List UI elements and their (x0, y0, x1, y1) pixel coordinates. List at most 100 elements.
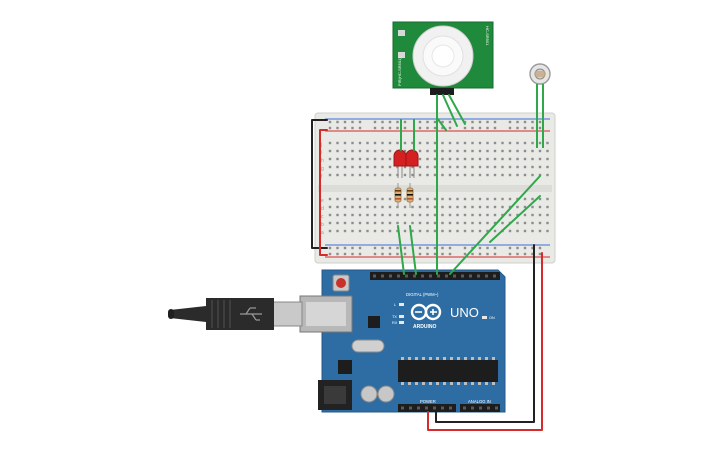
breadboard-hole[interactable] (471, 157, 474, 161)
breadboard-hole[interactable] (336, 221, 339, 225)
breadboard-hole[interactable] (441, 149, 444, 153)
breadboard-hole[interactable] (523, 165, 527, 169)
breadboard-hole[interactable] (516, 149, 519, 153)
wire-vcc-loop-left[interactable] (319, 129, 328, 256)
rail-hole[interactable] (433, 252, 437, 256)
breadboard-hole[interactable] (381, 157, 384, 161)
breadboard-hole[interactable] (486, 205, 489, 209)
breadboard-hole[interactable] (523, 221, 527, 225)
breadboard-hole[interactable] (433, 165, 437, 169)
breadboard-hole[interactable] (448, 165, 452, 169)
breadboard-hole[interactable] (336, 165, 339, 169)
led-2[interactable] (405, 149, 419, 178)
breadboard-hole[interactable] (486, 141, 489, 145)
breadboard-hole[interactable] (403, 149, 407, 153)
breadboard-hole[interactable] (471, 165, 474, 169)
rail-hole[interactable] (396, 252, 399, 256)
breadboard-hole[interactable] (471, 205, 474, 209)
breadboard-hole[interactable] (441, 165, 444, 169)
breadboard-hole[interactable] (388, 221, 392, 225)
breadboard-hole[interactable] (471, 173, 474, 177)
digital-pin[interactable] (381, 274, 384, 278)
breadboard-hole[interactable] (493, 165, 497, 169)
breadboard-hole[interactable] (426, 149, 429, 153)
breadboard-hole[interactable] (531, 205, 534, 209)
wire-sensor-aux[interactable] (489, 195, 541, 243)
breadboard-hole[interactable] (343, 165, 347, 169)
rail-hole[interactable] (426, 252, 429, 256)
rail-hole[interactable] (508, 246, 512, 250)
rail-hole[interactable] (463, 126, 467, 130)
breadboard-hole[interactable] (471, 141, 474, 145)
rail-hole[interactable] (343, 252, 347, 256)
breadboard-hole[interactable] (358, 157, 362, 161)
breadboard-hole[interactable] (531, 165, 534, 169)
breadboard-hole[interactable] (343, 205, 347, 209)
breadboard-hole[interactable] (448, 229, 452, 233)
rail-hole[interactable] (358, 252, 362, 256)
breadboard-hole[interactable] (538, 229, 542, 233)
breadboard-hole[interactable] (358, 205, 362, 209)
breadboard-hole[interactable] (456, 173, 459, 177)
rail-hole[interactable] (381, 126, 384, 130)
breadboard-hole[interactable] (358, 221, 362, 225)
breadboard-hole[interactable] (403, 197, 407, 201)
digital-pin[interactable] (445, 274, 448, 278)
breadboard-hole[interactable] (456, 165, 459, 169)
breadboard-hole[interactable] (411, 213, 414, 217)
rail-hole[interactable] (486, 126, 489, 130)
rail-hole[interactable] (433, 120, 437, 124)
breadboard-hole[interactable] (388, 157, 392, 161)
breadboard-hole[interactable] (396, 141, 399, 145)
breadboard-hole[interactable] (478, 165, 482, 169)
breadboard-hole[interactable] (523, 229, 527, 233)
rail-hole[interactable] (448, 126, 452, 130)
breadboard-hole[interactable] (448, 213, 452, 217)
breadboard-hole[interactable] (501, 157, 504, 161)
breadboard-hole[interactable] (456, 229, 459, 233)
wire-5v-to-rail[interactable] (427, 252, 543, 431)
rail-hole[interactable] (486, 120, 489, 124)
breadboard-hole[interactable] (328, 157, 332, 161)
breadboard-hole[interactable] (418, 205, 422, 209)
breadboard-hole[interactable] (418, 149, 422, 153)
rail-hole[interactable] (381, 120, 384, 124)
rail-hole[interactable] (508, 120, 512, 124)
rail-hole[interactable] (388, 126, 392, 130)
breadboard-hole[interactable] (516, 205, 519, 209)
digital-pin[interactable] (469, 274, 472, 278)
breadboard-hole[interactable] (478, 221, 482, 225)
breadboard-hole[interactable] (478, 141, 482, 145)
breadboard-hole[interactable] (463, 229, 467, 233)
rail-hole[interactable] (471, 120, 474, 124)
wire-pir-vcc[interactable] (442, 94, 458, 127)
rail-hole[interactable] (373, 252, 377, 256)
rail-hole[interactable] (441, 252, 444, 256)
breadboard-hole[interactable] (411, 221, 414, 225)
breadboard-hole[interactable] (381, 221, 384, 225)
rail-hole[interactable] (328, 246, 332, 250)
breadboard-hole[interactable] (351, 221, 354, 225)
breadboard-hole[interactable] (448, 149, 452, 153)
breadboard-hole[interactable] (441, 141, 444, 145)
breadboard-hole[interactable] (418, 221, 422, 225)
rail-hole[interactable] (351, 246, 354, 250)
breadboard-hole[interactable] (366, 141, 369, 145)
rail-hole[interactable] (426, 126, 429, 130)
breadboard-hole[interactable] (516, 165, 519, 169)
breadboard-hole[interactable] (403, 141, 407, 145)
breadboard-hole[interactable] (396, 221, 399, 225)
breadboard-hole[interactable] (351, 141, 354, 145)
breadboard-hole[interactable] (531, 149, 534, 153)
breadboard-hole[interactable] (411, 205, 414, 209)
breadboard-hole[interactable] (546, 157, 549, 161)
breadboard-hole[interactable] (471, 221, 474, 225)
rail-hole[interactable] (388, 120, 392, 124)
rail-hole[interactable] (478, 120, 482, 124)
breadboard-hole[interactable] (381, 149, 384, 153)
breadboard-hole[interactable] (531, 221, 534, 225)
rail-hole[interactable] (351, 126, 354, 130)
breadboard-hole[interactable] (441, 197, 444, 201)
breadboard-hole[interactable] (426, 141, 429, 145)
breadboard-hole[interactable] (463, 205, 467, 209)
